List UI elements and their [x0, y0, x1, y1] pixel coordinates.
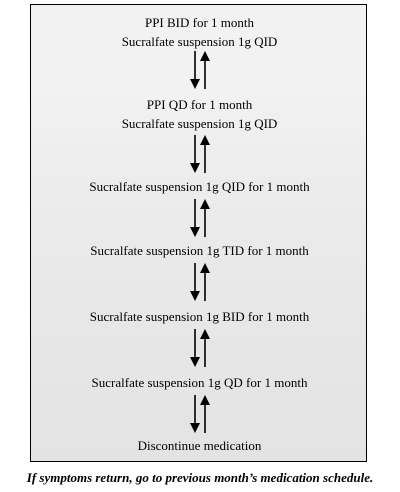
step-6: Sucralfate suspension 1g QD for 1 month [31, 373, 368, 392]
step-7-line-1: Discontinue medication [137, 438, 262, 453]
step-7: Discontinue medication [31, 436, 368, 455]
figure-caption: If symptoms return, go to previous month… [26, 470, 374, 485]
step-1-line-1: PPI BID for 1 month [144, 15, 255, 30]
flowchart-box: PPI BID for 1 month Sucralfate suspensio… [30, 4, 367, 462]
step-5: Sucralfate suspension 1g BID for 1 month [31, 307, 368, 326]
step-1: PPI BID for 1 month Sucralfate suspensio… [31, 13, 368, 51]
step-2-line-1: PPI QD for 1 month [146, 97, 253, 112]
step-6-line-1: Sucralfate suspension 1g QD for 1 month [91, 375, 308, 390]
step-2-line-2: Sucralfate suspension 1g QID [121, 116, 278, 131]
step-4-line-1: Sucralfate suspension 1g TID for 1 month [90, 243, 309, 258]
step-3: Sucralfate suspension 1g QID for 1 month [31, 177, 368, 196]
bidirectional-arrow-icon [190, 199, 210, 237]
step-3-line-1: Sucralfate suspension 1g QID for 1 month [89, 179, 310, 194]
bidirectional-arrow-icon [190, 329, 210, 367]
bidirectional-arrow-icon [190, 135, 210, 173]
bidirectional-arrow-icon [190, 395, 210, 433]
bidirectional-arrow-icon [190, 263, 210, 301]
step-4: Sucralfate suspension 1g TID for 1 month [31, 241, 368, 260]
step-1-line-2: Sucralfate suspension 1g QID [121, 34, 278, 49]
bidirectional-arrow-icon [190, 51, 210, 89]
step-2: PPI QD for 1 month Sucralfate suspension… [31, 95, 368, 133]
step-5-line-1: Sucralfate suspension 1g BID for 1 month [89, 309, 310, 324]
